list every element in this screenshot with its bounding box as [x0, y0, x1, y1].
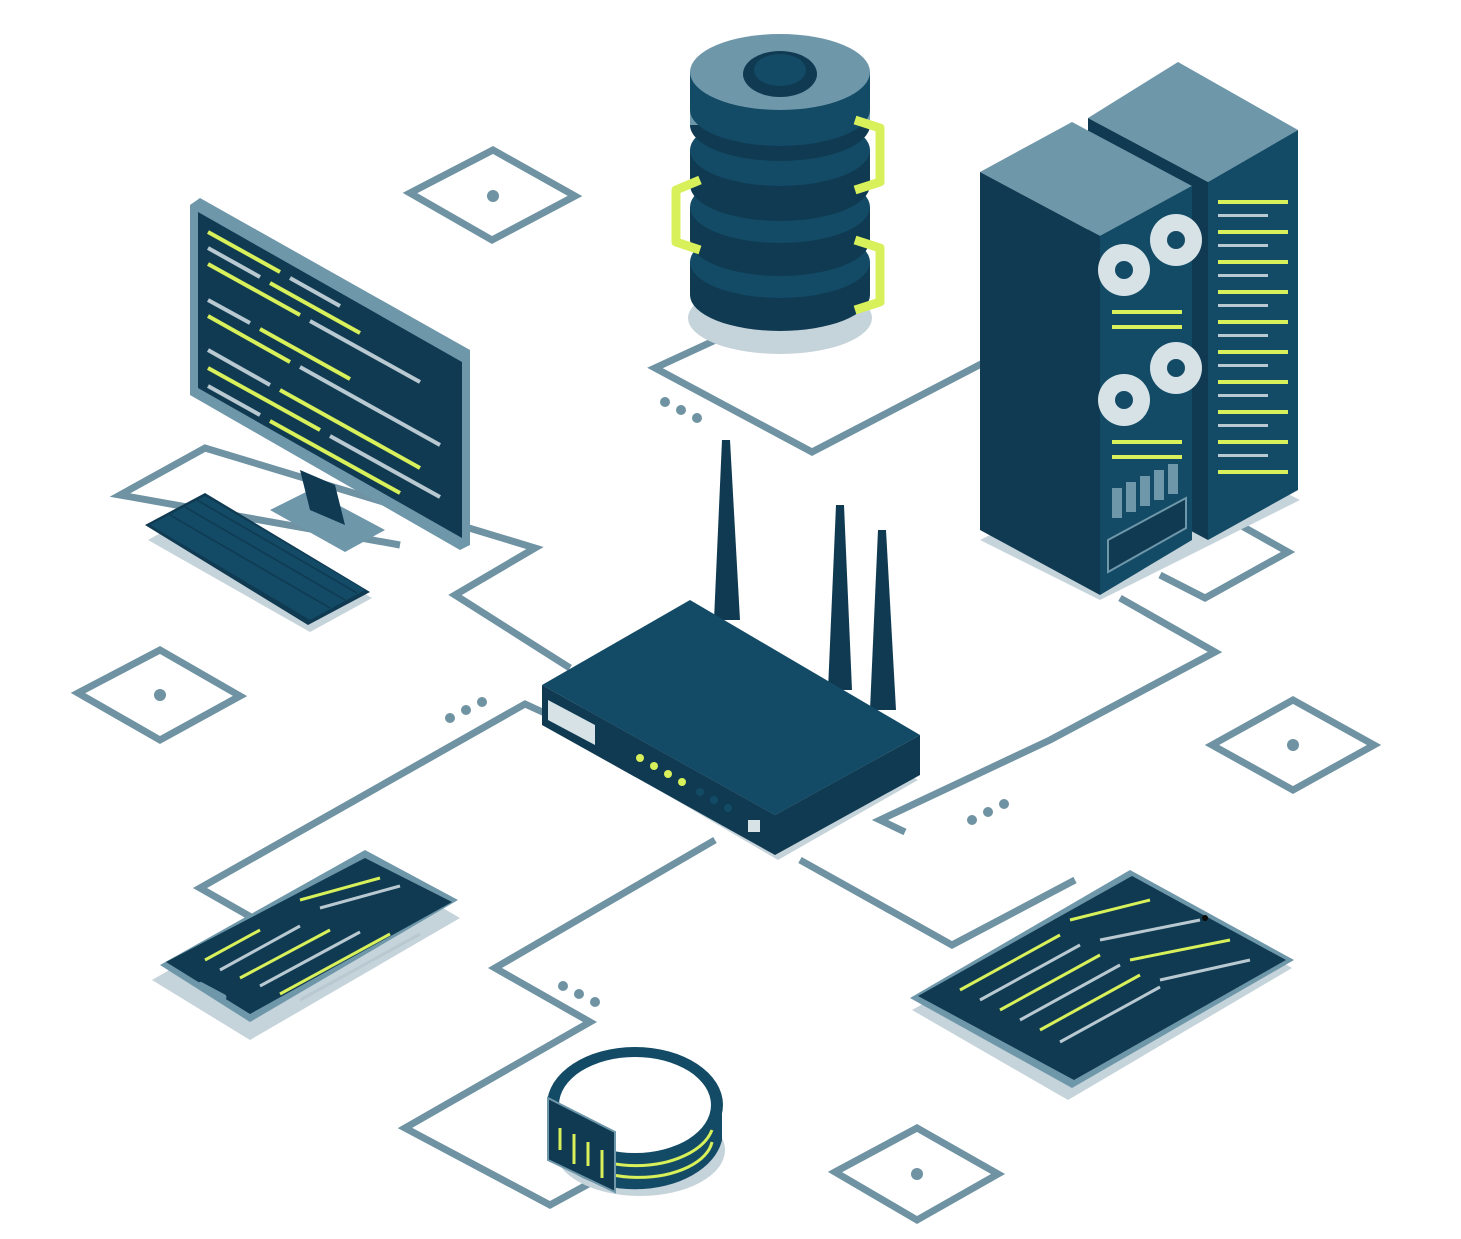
link-server [871, 594, 1223, 836]
wifi-router-icon [542, 440, 920, 860]
tile-left [70, 646, 248, 745]
tile-top [402, 146, 583, 244]
monitor-code [207, 230, 441, 499]
tablet-code [959, 898, 1251, 1044]
link-server-plate [1158, 521, 1296, 602]
tape-reels [1098, 214, 1202, 426]
tablet-icon [910, 870, 1294, 1100]
server-rack-icon [980, 62, 1300, 600]
router-antennas [714, 440, 896, 710]
tile-right [1204, 695, 1382, 795]
tile-bottom [827, 1124, 1006, 1225]
monitor-with-code-icon [190, 198, 470, 552]
wristband-icon [547, 1047, 725, 1196]
database-stack-icon [671, 34, 885, 354]
phone-code [204, 876, 421, 1002]
keyboard-icon [145, 493, 372, 632]
link-database [647, 334, 987, 456]
smartphone-icon [152, 850, 460, 1040]
link-tablet [798, 856, 1077, 949]
rack-lights [1218, 200, 1288, 474]
link-band [397, 836, 717, 1209]
line-dots [445, 397, 1009, 1007]
